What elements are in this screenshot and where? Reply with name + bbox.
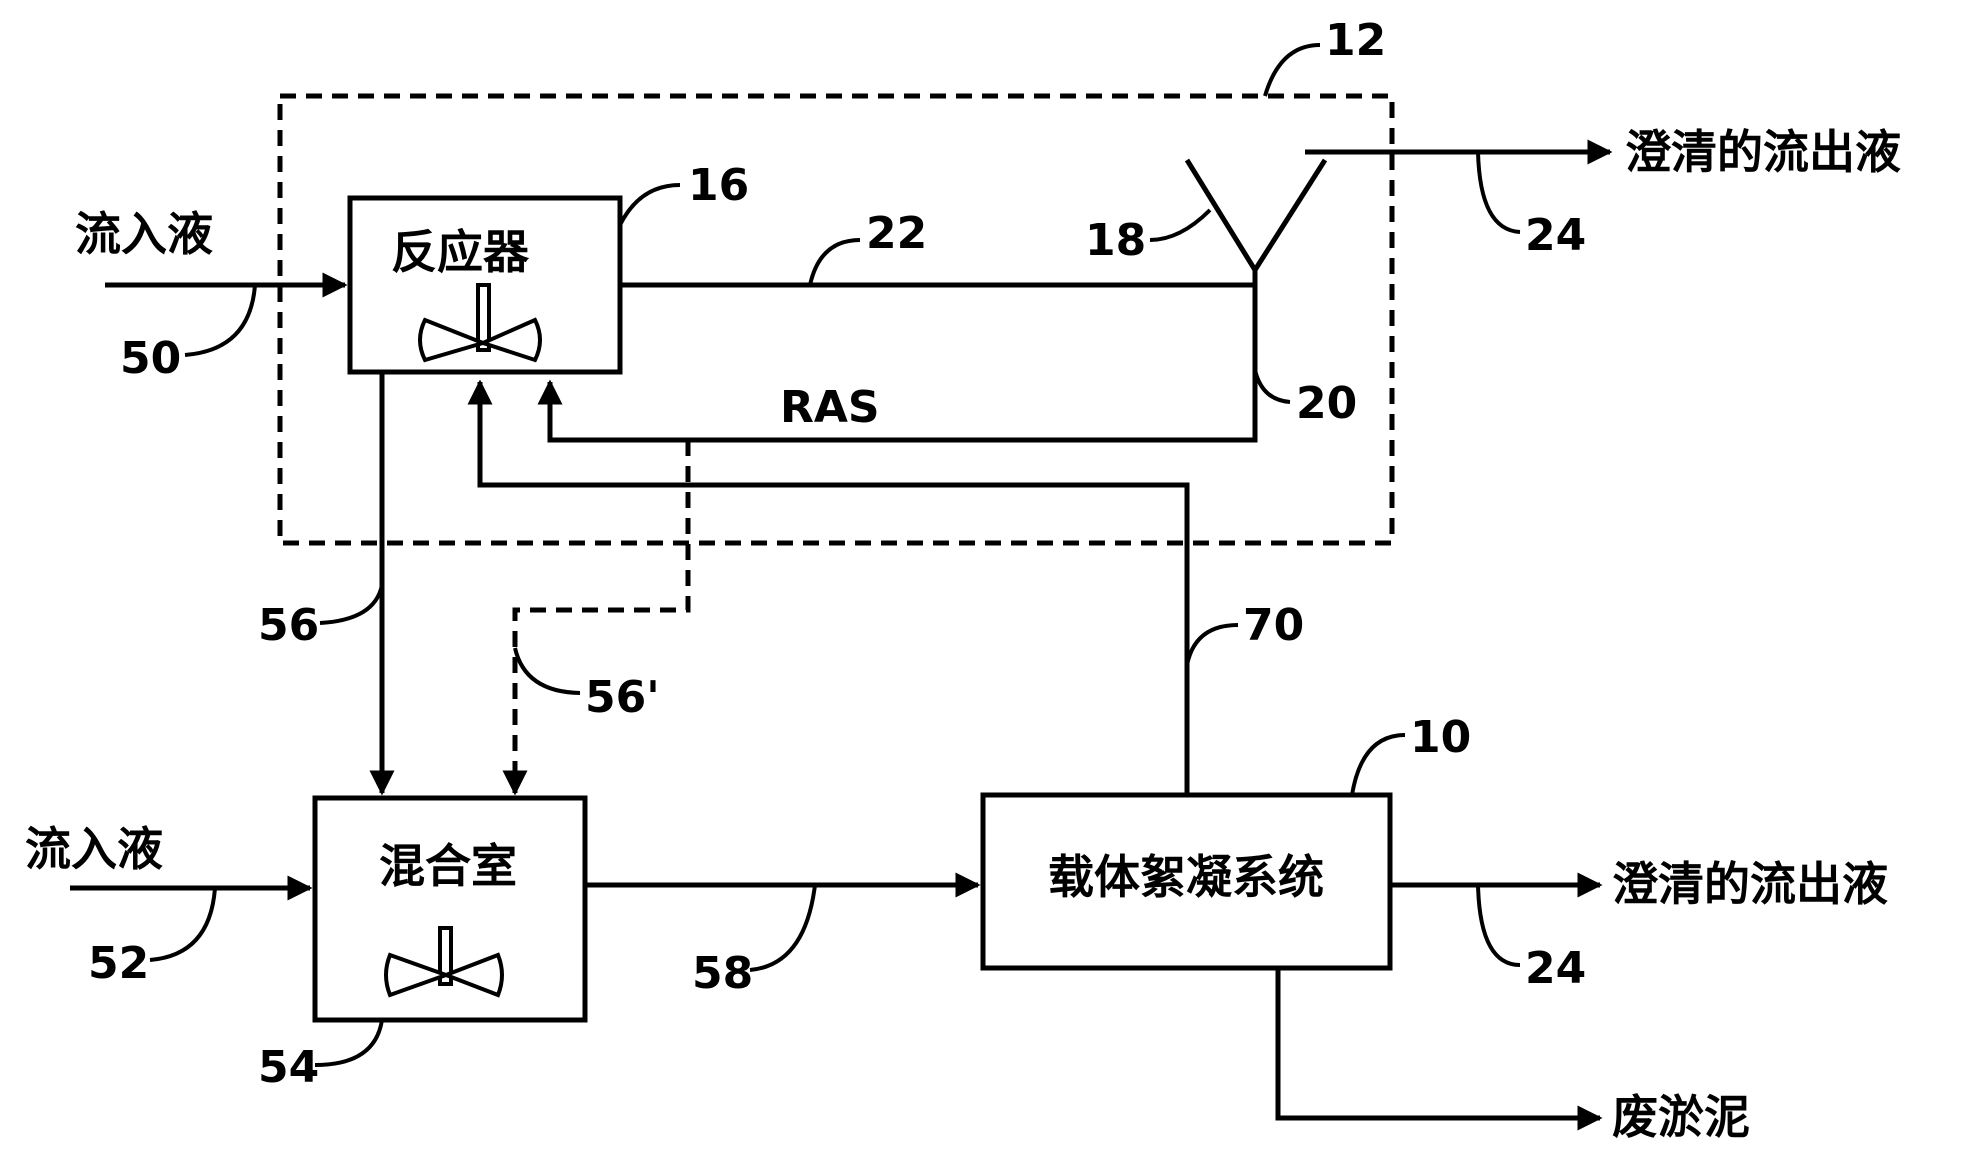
ref-16: 16 <box>688 160 749 211</box>
recycle-line-70 <box>467 379 1190 795</box>
ref-24-top: 24 <box>1525 210 1586 261</box>
mix-chamber-label: 混合室 <box>379 839 517 893</box>
mix-chamber-impeller-icon <box>384 926 504 998</box>
ref-70: 70 <box>1243 600 1304 651</box>
ref-50: 50 <box>120 333 181 384</box>
clarified-effluent-top-label: 澄清的流出液 <box>1625 125 1901 179</box>
ras-label: RAS <box>780 382 880 433</box>
ref-22: 22 <box>866 208 927 259</box>
ref-12: 12 <box>1325 15 1386 66</box>
ref-20: 20 <box>1296 378 1357 429</box>
ras-to-mix-dashed-line-56p <box>502 440 691 796</box>
ras-return-line-20 <box>537 285 1258 443</box>
ref-56p: 56' <box>585 672 660 723</box>
ref-52: 52 <box>88 938 149 989</box>
influent-bottom-label: 流入液 <box>25 822 163 876</box>
reactor-impeller-icon <box>418 283 542 363</box>
ref-18: 18 <box>1085 215 1146 266</box>
ballasted-system-label: 载体絮凝系统 <box>1048 850 1324 904</box>
clarified-effluent-bottom-label: 澄清的流出液 <box>1612 857 1888 911</box>
ref-54: 54 <box>258 1042 319 1093</box>
ref-58: 58 <box>692 948 753 999</box>
reactor-to-clarifier-line-22 <box>620 270 1258 288</box>
waste-sludge-line <box>1275 968 1603 1131</box>
ballasted-system-box <box>980 792 1393 971</box>
mix-chamber-box <box>312 795 588 1023</box>
reactor-label: 反应器 <box>391 225 530 279</box>
waste-sludge-label: 废淤泥 <box>1612 1090 1750 1144</box>
system-boundary-12 <box>277 93 1395 546</box>
ref-10: 10 <box>1410 712 1471 763</box>
influent-top-label: 流入液 <box>75 207 213 261</box>
leader-lines <box>149 43 1521 1067</box>
ref-24-bottom: 24 <box>1525 943 1586 994</box>
ref-56: 56 <box>258 600 319 651</box>
